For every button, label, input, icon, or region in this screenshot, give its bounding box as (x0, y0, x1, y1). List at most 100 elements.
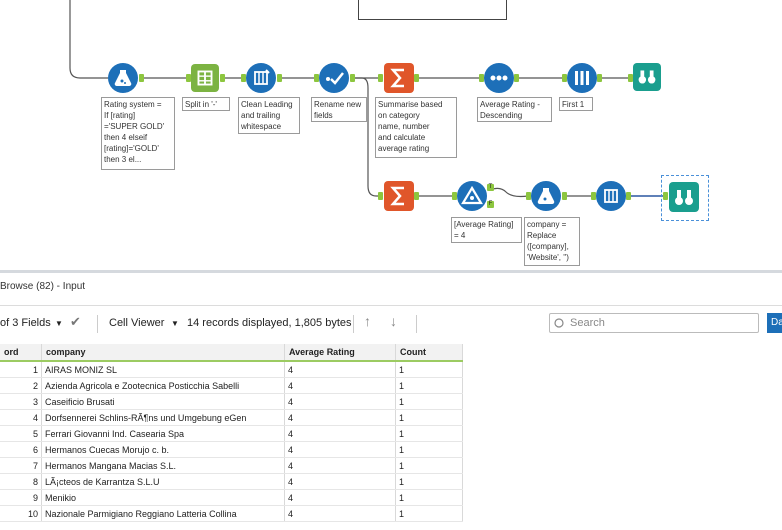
company-cell[interactable]: Hermanos Mangana Macias S.L. (41, 457, 285, 474)
output-anchor[interactable] (597, 74, 602, 82)
sort-tool-icon[interactable] (484, 63, 514, 93)
record-cell[interactable]: 9 (0, 489, 42, 506)
average-rating-cell[interactable]: 4 (284, 441, 396, 458)
data-cleansing-icon[interactable] (246, 63, 276, 93)
workflow-canvas[interactable]: Rating system = If [rating] ='SUPER GOLD… (0, 0, 782, 270)
chevron-down-icon[interactable]: ▼ (171, 319, 179, 328)
company-cell[interactable]: Hermanos Cuecas Morujo c. b. (41, 441, 285, 458)
output-anchor[interactable] (414, 74, 419, 82)
input-anchor[interactable] (591, 192, 596, 200)
average-rating-cell[interactable]: 4 (284, 489, 396, 506)
select-tool-icon[interactable] (319, 63, 349, 93)
count-cell[interactable]: 1 (395, 377, 463, 394)
checkmark-icon[interactable]: ✔ (70, 314, 81, 329)
arrow-up-icon[interactable]: ↑ (364, 313, 371, 329)
input-anchor[interactable] (628, 74, 633, 82)
output-anchor[interactable] (626, 192, 631, 200)
input-anchor[interactable] (663, 192, 668, 200)
output-anchor[interactable] (414, 192, 419, 200)
browse-tool-icon[interactable] (633, 63, 661, 91)
output-anchor[interactable] (350, 74, 355, 82)
input-anchor[interactable] (479, 74, 484, 82)
fields-selector[interactable]: of 3 Fields (0, 317, 51, 329)
input-anchor[interactable] (378, 74, 383, 82)
text-to-columns-icon[interactable] (191, 64, 219, 92)
formula-tool-icon[interactable] (531, 181, 561, 211)
output-anchor[interactable] (220, 74, 225, 82)
count-cell[interactable]: 1 (395, 457, 463, 474)
input-anchor[interactable] (186, 74, 191, 82)
summarise-tool-icon[interactable] (384, 63, 414, 93)
average-rating-cell[interactable]: 4 (284, 473, 396, 490)
output-anchor[interactable] (514, 74, 519, 82)
data-button[interactable]: Da (767, 313, 782, 333)
column-header-count[interactable]: Count (395, 344, 463, 362)
count-cell[interactable]: 1 (395, 489, 463, 506)
record-cell[interactable]: 5 (0, 425, 42, 442)
tool-container[interactable] (358, 0, 507, 20)
summarise-tool-icon[interactable] (384, 181, 414, 211)
average-rating-cell[interactable]: 4 (284, 505, 396, 522)
company-cell[interactable]: Nazionale Parmigiano Reggiano Latteria C… (41, 505, 285, 522)
record-cell[interactable]: 8 (0, 473, 42, 490)
false-anchor[interactable]: F (487, 201, 494, 208)
output-anchor[interactable] (562, 192, 567, 200)
count-cell[interactable]: 1 (395, 425, 463, 442)
company-cell[interactable]: AIRAS MONIZ SL (41, 361, 285, 378)
count-cell[interactable]: 1 (395, 409, 463, 426)
column-header-record[interactable]: ord (0, 344, 42, 362)
count-cell[interactable]: 1 (395, 473, 463, 490)
filter-tool-icon[interactable] (457, 181, 487, 211)
browse-tool-icon[interactable] (669, 182, 699, 212)
search-input[interactable]: Search (549, 313, 759, 333)
average-rating-cell[interactable]: 4 (284, 457, 396, 474)
input-anchor[interactable] (562, 74, 567, 82)
record-cell[interactable]: 1 (0, 361, 42, 378)
input-anchor[interactable] (314, 74, 319, 82)
count-cell[interactable]: 1 (395, 505, 463, 522)
pane-splitter[interactable] (0, 270, 782, 273)
count-cell[interactable]: 1 (395, 361, 463, 378)
company-cell[interactable]: LÃ¡cteos de Karrantza S.L.U (41, 473, 285, 490)
input-anchor[interactable] (452, 192, 457, 200)
record-cell[interactable]: 4 (0, 409, 42, 426)
formula-tool-icon[interactable] (108, 63, 138, 93)
company-cell[interactable]: Azienda Agricola e Zootecnica Posticchia… (41, 377, 285, 394)
output-anchor[interactable] (139, 74, 144, 82)
average-rating-cell[interactable]: 4 (284, 393, 396, 410)
arrow-down-icon[interactable]: ↓ (390, 313, 397, 329)
column-header-company[interactable]: company (41, 344, 285, 362)
true-anchor[interactable]: T (487, 184, 494, 191)
record-cell[interactable]: 10 (0, 505, 42, 522)
input-anchor[interactable] (241, 74, 246, 82)
record-cell[interactable]: 2 (0, 377, 42, 394)
average-rating-cell[interactable]: 4 (284, 361, 396, 378)
data-cleansing-icon[interactable] (596, 181, 626, 211)
column-header-average-rating[interactable]: Average Rating (284, 344, 396, 362)
chevron-down-icon[interactable]: ▼ (55, 319, 63, 328)
average-rating-cell[interactable]: 4 (284, 425, 396, 442)
cell-viewer-dropdown[interactable]: Cell Viewer (109, 317, 165, 329)
average-rating-cell[interactable]: 4 (284, 409, 396, 426)
input-anchor[interactable] (378, 192, 383, 200)
company-cell[interactable]: Ferrari Giovanni Ind. Casearia Spa (41, 425, 285, 442)
record-cell[interactable]: 3 (0, 393, 42, 410)
company-cell[interactable]: Menikio (41, 489, 285, 506)
record-cell[interactable]: 7 (0, 457, 42, 474)
company-cell[interactable]: Caseificio Brusati (41, 393, 285, 410)
input-anchor[interactable] (526, 192, 531, 200)
record-cell[interactable]: 6 (0, 441, 42, 458)
sample-tool-icon[interactable] (567, 63, 597, 93)
count-cell[interactable]: 1 (395, 441, 463, 458)
count-cell[interactable]: 1 (395, 393, 463, 410)
